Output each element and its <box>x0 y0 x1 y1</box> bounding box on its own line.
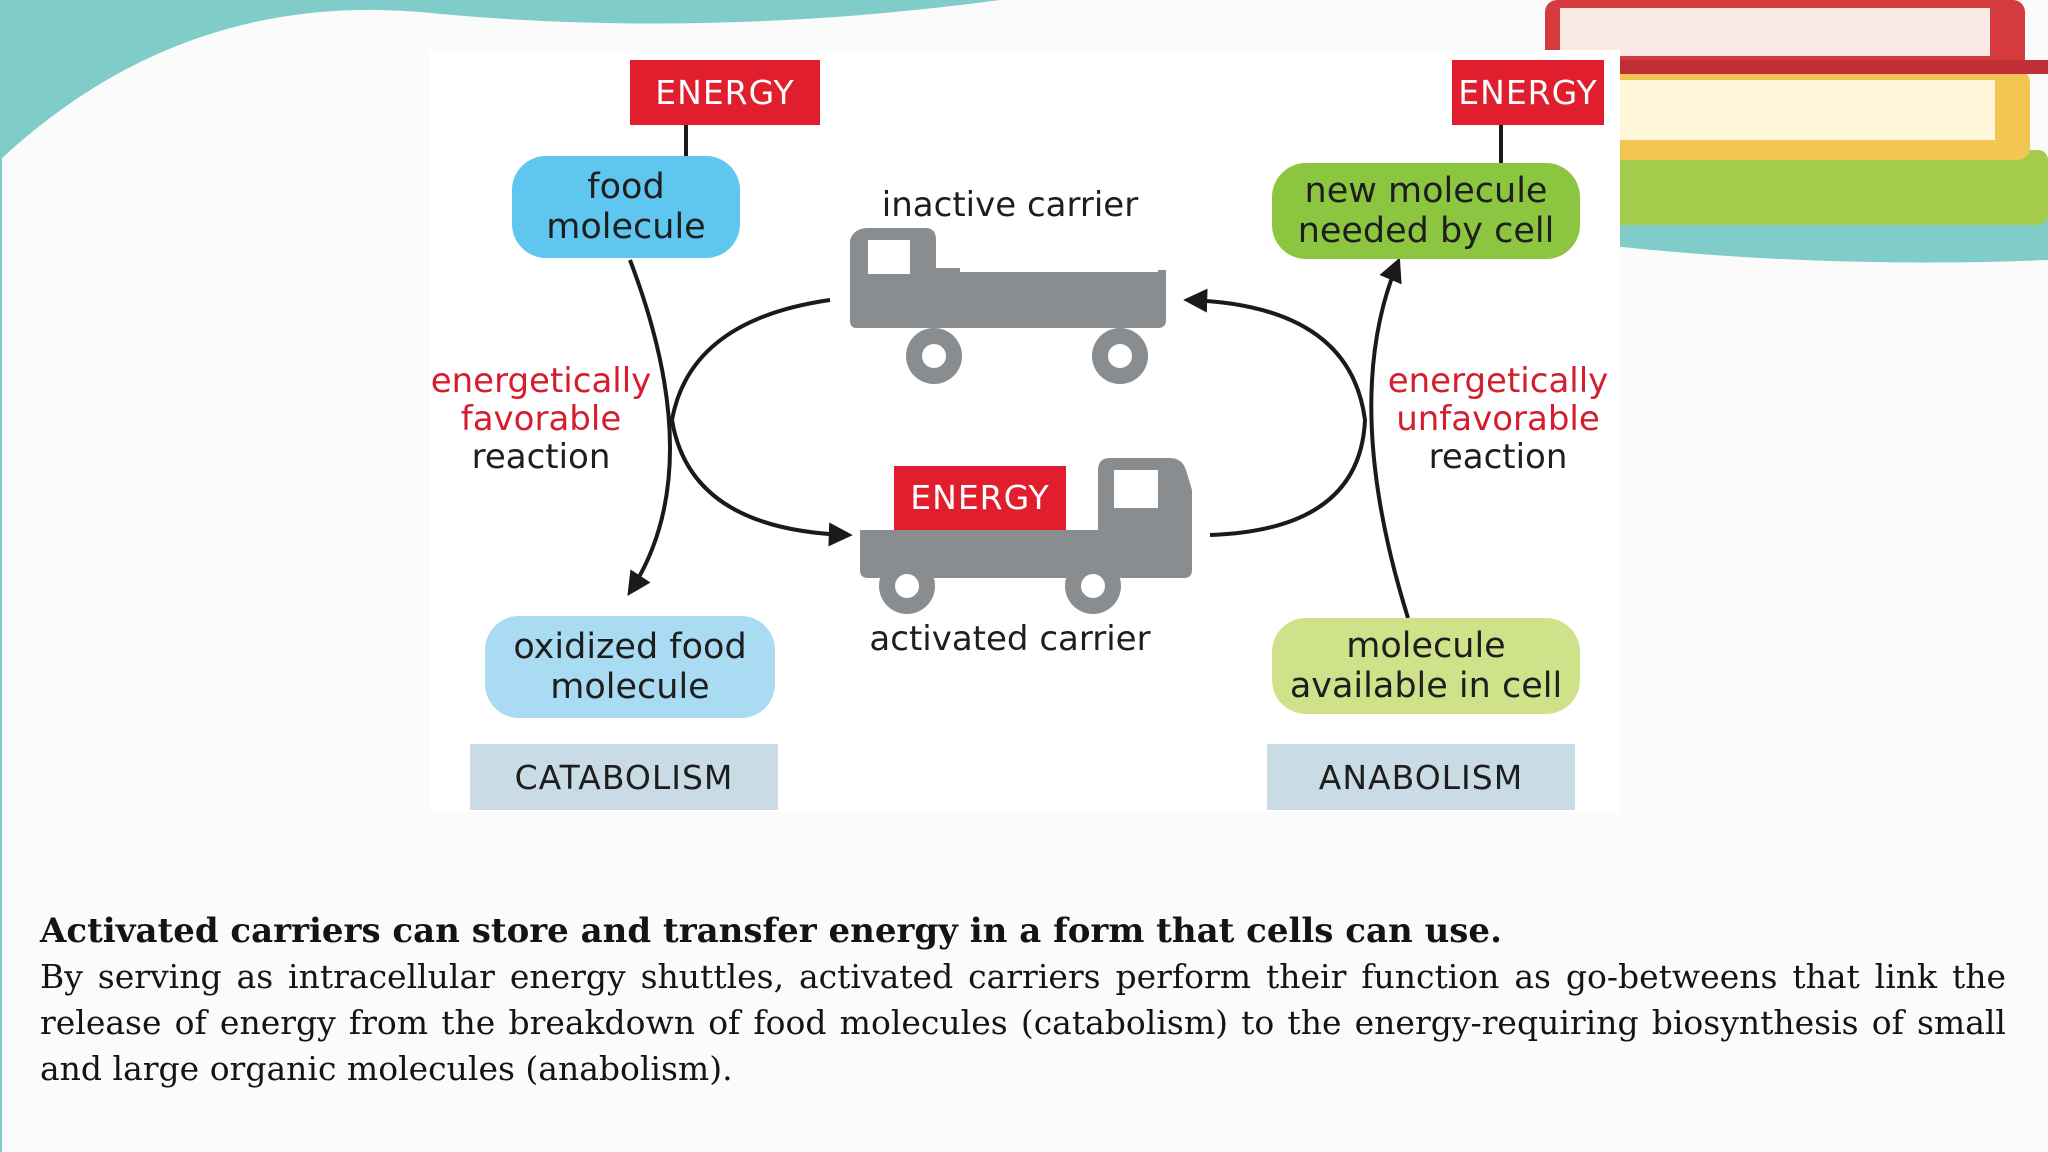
arrow-available-to-new <box>1369 257 1410 619</box>
unfavorable-line-3: reaction <box>1428 437 1568 477</box>
energy-cargo-box: ENERGY <box>894 466 1066 530</box>
favorable-reaction-label: energetically favorable reaction <box>416 362 666 476</box>
carrier-cycle-diagram <box>627 125 1503 619</box>
favorable-line-2: favorable <box>460 399 622 439</box>
activated-carrier-label: activated carrier <box>869 619 1151 659</box>
caption-title: Activated carriers can store and transfe… <box>40 911 1502 951</box>
molecule-available-box: molecule available in cell <box>1272 618 1580 714</box>
arrow-food-to-oxidized <box>627 259 672 597</box>
catabolism-label: CATABOLISM <box>470 744 778 810</box>
new-molecule-box: new molecule needed by cell <box>1272 163 1580 259</box>
inactive-truck-icon <box>850 228 1166 384</box>
oxidized-food-molecule-box: oxidized food molecule <box>485 616 775 718</box>
arrow-carrier-activation <box>669 298 853 547</box>
unfavorable-reaction-label: energetically unfavorable reaction <box>1373 362 1623 476</box>
arrow-carrier-deactivation <box>1183 288 1368 537</box>
energy-box-anabolism: ENERGY <box>1452 60 1604 125</box>
unfavorable-line-2: unfavorable <box>1396 399 1600 439</box>
unfavorable-line-1: energetically <box>1387 361 1609 401</box>
caption-body: By serving as intracellular energy shutt… <box>40 957 2006 1088</box>
anabolism-label: ANABOLISM <box>1267 744 1575 810</box>
favorable-line-1: energetically <box>430 361 652 401</box>
slide-caption: Activated carriers can store and transfe… <box>40 908 2006 1092</box>
energy-box-catabolism: ENERGY <box>630 60 820 125</box>
diagram-panel: ENERGY ENERGY ENERGY food molecule oxidi… <box>430 50 1620 812</box>
teal-wave-left <box>0 0 1000 160</box>
books-icon <box>1545 0 2048 225</box>
favorable-line-3: reaction <box>471 437 611 477</box>
activated-truck-icon <box>860 458 1192 614</box>
food-molecule-box: food molecule <box>512 156 740 258</box>
inactive-carrier-label: inactive carrier <box>881 185 1139 225</box>
